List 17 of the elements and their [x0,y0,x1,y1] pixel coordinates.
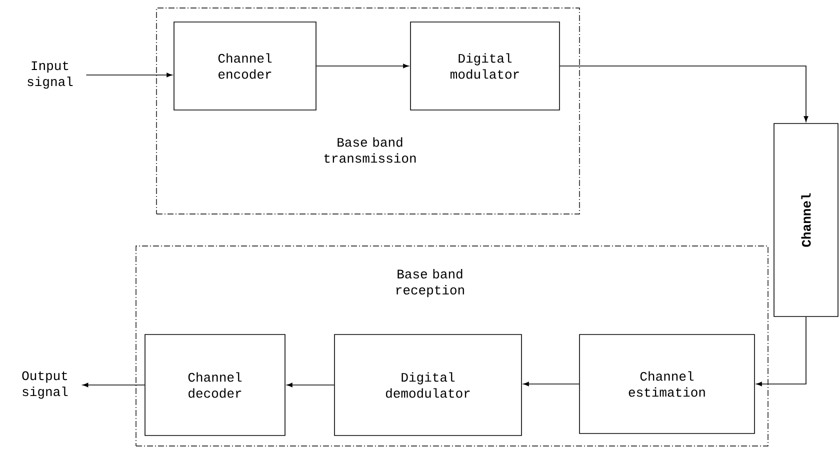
arrow [560,66,808,122]
arrow [523,382,580,386]
process-box: Digital demodulator [334,334,522,436]
channel-box: Channel [774,123,838,317]
signal-label: Output signal [22,371,68,399]
group-heading: Base band reception [396,268,464,298]
arrow [316,64,409,68]
signal-label: Input signal [28,61,73,89]
arrow [756,316,806,386]
group-heading: Base band transmission [324,137,416,163]
process-box: Channel estimation [579,334,755,434]
arrow [82,382,145,388]
process-box: Channel encoder [174,22,316,110]
arrow [286,382,334,388]
process-box: Digital modulator [410,22,560,110]
process-box: Channel decoder [144,334,286,436]
arrow [86,72,172,78]
